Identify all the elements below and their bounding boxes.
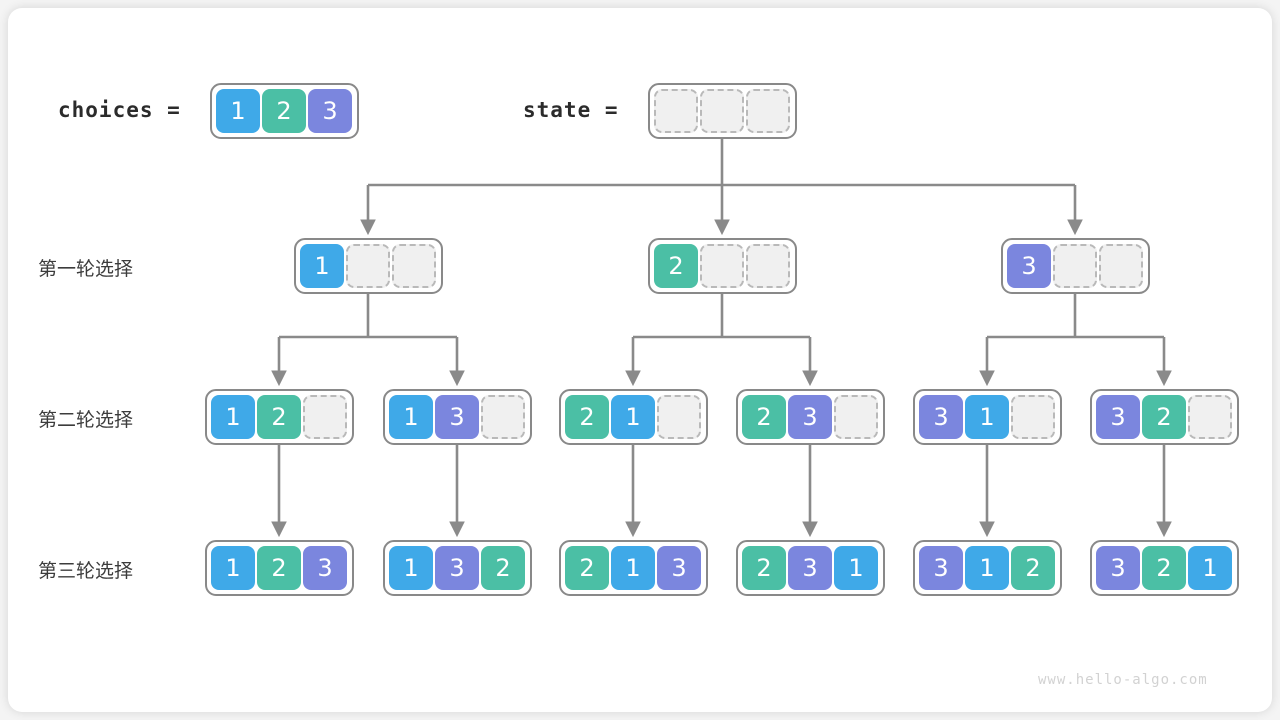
array-cell-value: 2 <box>257 546 301 590</box>
array-cell-value: 3 <box>788 395 832 439</box>
array-cell-value: 2 <box>1011 546 1055 590</box>
array-cell-value: 3 <box>1007 244 1051 288</box>
array-cell-value: 2 <box>262 89 306 133</box>
array-cell-value: 3 <box>435 395 479 439</box>
array-cell-value: 2 <box>742 546 786 590</box>
array-cell-value: 3 <box>657 546 701 590</box>
array-cell-empty <box>700 89 744 133</box>
array-cell-value: 2 <box>1142 395 1186 439</box>
row-label-round-2: 第二轮选择 <box>38 409 134 431</box>
tree-node: 1 <box>294 238 443 294</box>
row-label-round-1: 第一轮选择 <box>38 258 134 280</box>
array-cell-value: 3 <box>303 546 347 590</box>
array-cell-empty <box>657 395 701 439</box>
array-cell-value: 2 <box>257 395 301 439</box>
array-cell-empty <box>392 244 436 288</box>
array-cell-empty <box>654 89 698 133</box>
array-cell-empty <box>834 395 878 439</box>
array-cell-empty <box>700 244 744 288</box>
watermark: www.hello-algo.com <box>1038 672 1208 688</box>
choices-label: choices = <box>58 98 181 122</box>
array-cell-empty <box>1099 244 1143 288</box>
array-cell-value: 3 <box>435 546 479 590</box>
array-cell-value: 1 <box>389 546 433 590</box>
array-cell-empty <box>1053 244 1097 288</box>
array-cell-value: 1 <box>834 546 878 590</box>
array-cell-empty <box>746 244 790 288</box>
tree-node: 2 <box>648 238 797 294</box>
array-cell-value: 3 <box>1096 395 1140 439</box>
array-cell-value: 1 <box>300 244 344 288</box>
array-cell-value: 3 <box>308 89 352 133</box>
array-cell-value: 1 <box>965 395 1009 439</box>
row-label-round-3: 第三轮选择 <box>38 560 134 582</box>
array-cell-value: 1 <box>211 546 255 590</box>
state-array-node <box>648 83 797 139</box>
array-cell-value: 3 <box>919 546 963 590</box>
array-cell-value: 3 <box>1096 546 1140 590</box>
array-cell-value: 2 <box>481 546 525 590</box>
array-cell-value: 2 <box>654 244 698 288</box>
array-cell-empty <box>346 244 390 288</box>
array-cell-value: 2 <box>1142 546 1186 590</box>
array-cell-value: 1 <box>211 395 255 439</box>
array-cell-value: 2 <box>742 395 786 439</box>
diagram-card <box>8 8 1272 712</box>
array-cell-value: 1 <box>216 89 260 133</box>
array-cell-value: 1 <box>965 546 1009 590</box>
state-label: state = <box>523 98 619 122</box>
array-cell-empty <box>746 89 790 133</box>
array-cell-value: 1 <box>389 395 433 439</box>
array-cell-value: 3 <box>919 395 963 439</box>
array-cell-value: 2 <box>565 546 609 590</box>
array-cell-empty <box>481 395 525 439</box>
array-cell-value: 1 <box>611 546 655 590</box>
array-cell-empty <box>1011 395 1055 439</box>
array-cell-empty <box>303 395 347 439</box>
array-cell-value: 1 <box>1188 546 1232 590</box>
array-cell-empty <box>1188 395 1232 439</box>
array-cell-value: 3 <box>788 546 832 590</box>
array-cell-value: 2 <box>565 395 609 439</box>
tree-node: 3 <box>1001 238 1150 294</box>
array-cell-value: 1 <box>611 395 655 439</box>
